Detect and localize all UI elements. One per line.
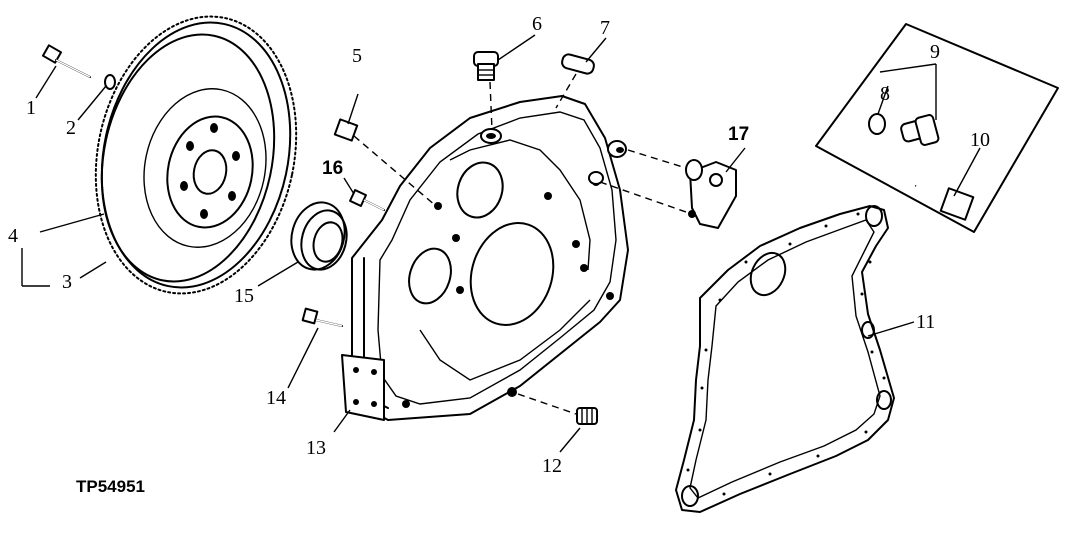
plug-6 xyxy=(473,51,499,81)
callout-13: 13 xyxy=(306,437,326,459)
flywheel-bolt xyxy=(41,44,91,78)
gasket-11 xyxy=(675,205,895,513)
callout-1: 1 xyxy=(26,97,36,119)
callout-15: 15 xyxy=(234,285,254,307)
callout-9: 9 xyxy=(930,41,940,63)
callout-6: 6 xyxy=(532,13,542,35)
cap-screw-16 xyxy=(349,189,385,211)
callout-10: 10 xyxy=(970,129,990,151)
callout-3: 3 xyxy=(62,271,72,293)
plug-12 xyxy=(576,407,598,425)
callout-11: 11 xyxy=(916,311,935,333)
figure-reference: TP54951 xyxy=(76,477,145,496)
cap-screw-14 xyxy=(301,307,343,327)
callout-14: 14 xyxy=(266,387,286,409)
callout-7: 7 xyxy=(600,17,610,39)
dowel-pin-7 xyxy=(561,53,595,75)
callout-8: 8 xyxy=(880,83,890,105)
flywheel-washer xyxy=(104,74,116,90)
crankshaft-seal xyxy=(290,201,348,271)
callout-16: 16 xyxy=(322,158,343,179)
inset-detail-box xyxy=(815,23,1059,233)
callout-17: 17 xyxy=(728,124,749,145)
flywheel-housing xyxy=(341,95,629,421)
callout-labels: 1 2 4 3 5 6 7 17 8 9 10 11 16 15 14 13 1… xyxy=(8,13,990,496)
bracket-17 xyxy=(685,159,737,229)
leader-lines xyxy=(21,34,981,453)
assembly-lines xyxy=(353,73,687,415)
flywheel-assembly xyxy=(94,15,298,295)
callout-2: 2 xyxy=(66,117,76,139)
callout-12: 12 xyxy=(542,455,562,477)
plug-5 xyxy=(333,118,359,142)
callout-4: 4 xyxy=(8,225,18,247)
callout-5: 5 xyxy=(352,45,362,67)
